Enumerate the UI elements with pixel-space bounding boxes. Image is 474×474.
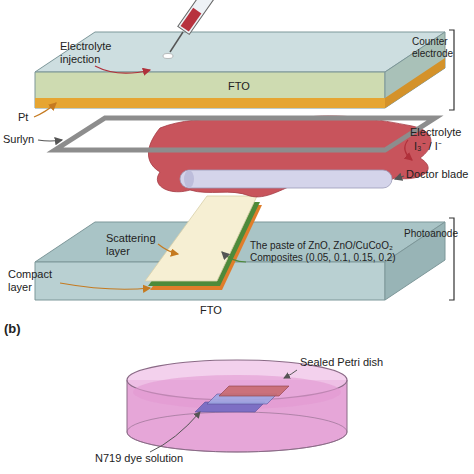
electrolyte-blob — [148, 116, 431, 197]
counter-electrode-plate — [35, 32, 445, 108]
part-label: N719 dye solution — [95, 452, 183, 465]
callout-label: The paste of ZnO, ZnO/CuCoO₂ Composites … — [250, 240, 400, 263]
layer-label: FTO — [200, 304, 222, 317]
leader-arrows — [34, 66, 412, 289]
part-label: Electrolyte — [410, 126, 461, 139]
petri-dish — [127, 360, 347, 452]
part-label: Sealed Petri dish — [300, 356, 383, 369]
surlyn-frame — [55, 118, 435, 150]
panel-label: (b) — [4, 322, 21, 337]
callout-label: Electrolyte injection — [60, 40, 130, 65]
layer-label: Pt — [18, 111, 28, 124]
paste-layers — [145, 196, 262, 290]
part-label: Doctor blade — [406, 168, 468, 181]
layer-label: Compact layer — [8, 268, 58, 293]
brackets — [449, 30, 454, 300]
doctor-blade — [180, 170, 392, 188]
syringe — [163, 0, 213, 59]
part-label: Counter electrode — [412, 36, 452, 59]
layer-label: FTO — [228, 80, 250, 93]
layer-label: Scattering layer — [106, 232, 162, 257]
part-label: Surlyn — [3, 133, 34, 146]
formula-label: I₃⁻ / I⁻ — [414, 140, 442, 153]
part-label: Photoanode — [404, 228, 468, 240]
